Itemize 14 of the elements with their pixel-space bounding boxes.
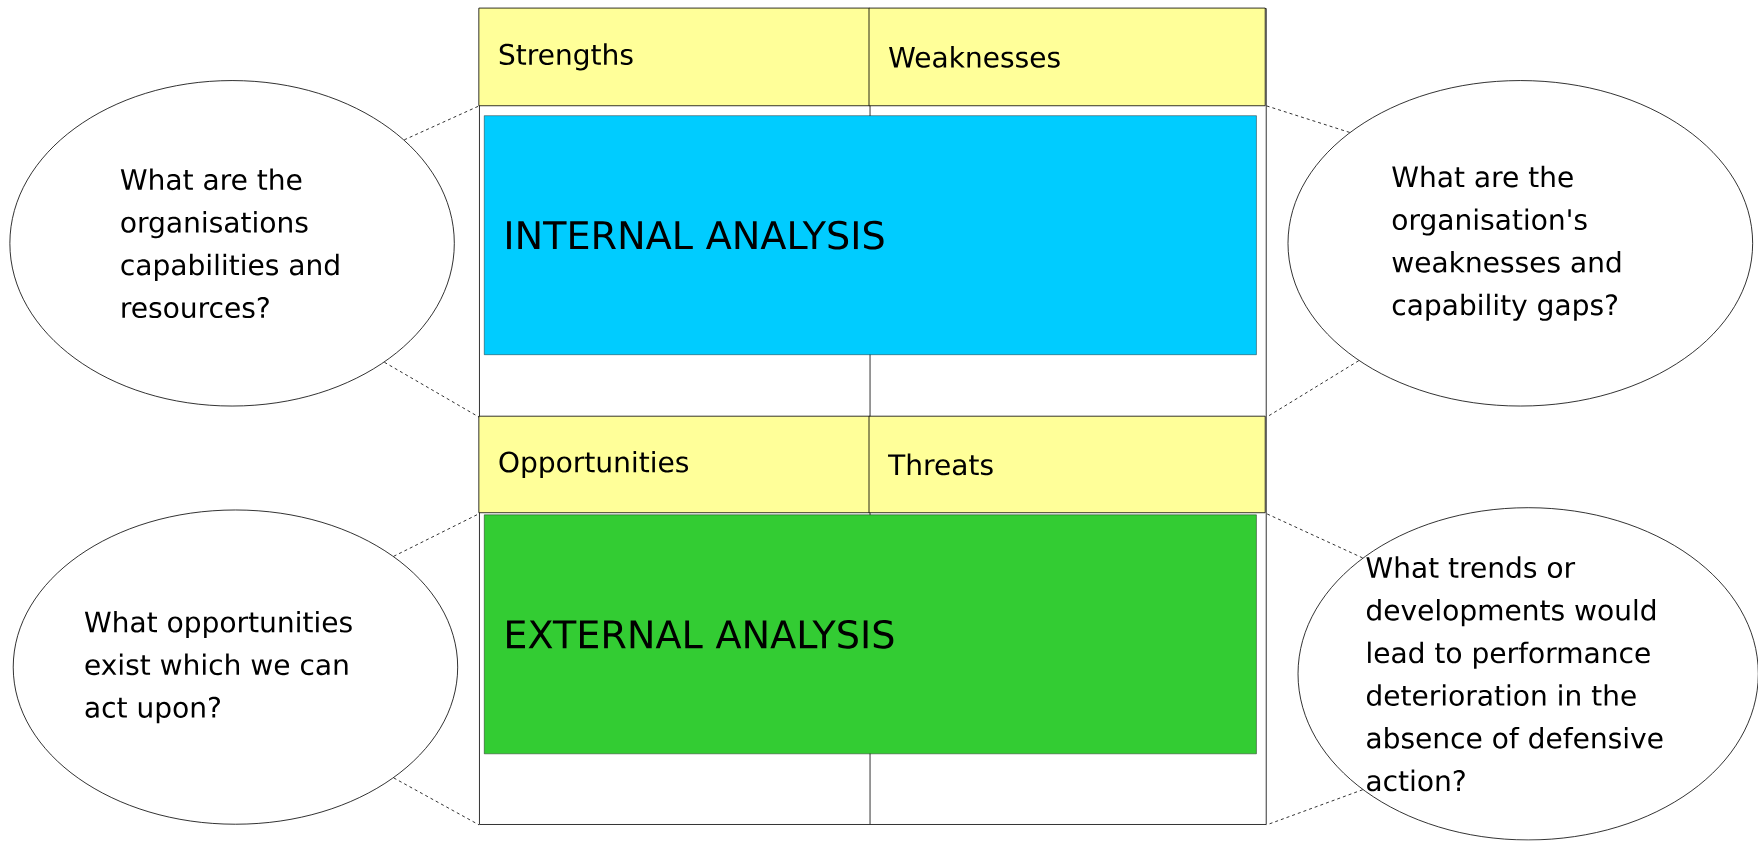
connector-line <box>403 105 480 141</box>
connector-line <box>1266 789 1364 826</box>
analysis-box: INTERNAL ANALYSIS <box>484 115 1257 355</box>
analysis-box: EXTERNAL ANALYSIS <box>484 514 1257 755</box>
connector-line <box>1266 360 1360 418</box>
header-cell: Threats <box>868 415 1266 514</box>
connector-line <box>1266 513 1364 559</box>
connector-line <box>393 513 480 557</box>
header-cell: Strengths <box>478 7 870 107</box>
header-cell: Weaknesses <box>868 7 1266 107</box>
header-cell: Opportunities <box>478 415 870 514</box>
connector-line <box>384 361 480 418</box>
connector-line <box>393 777 480 826</box>
connector-line <box>1266 105 1350 133</box>
